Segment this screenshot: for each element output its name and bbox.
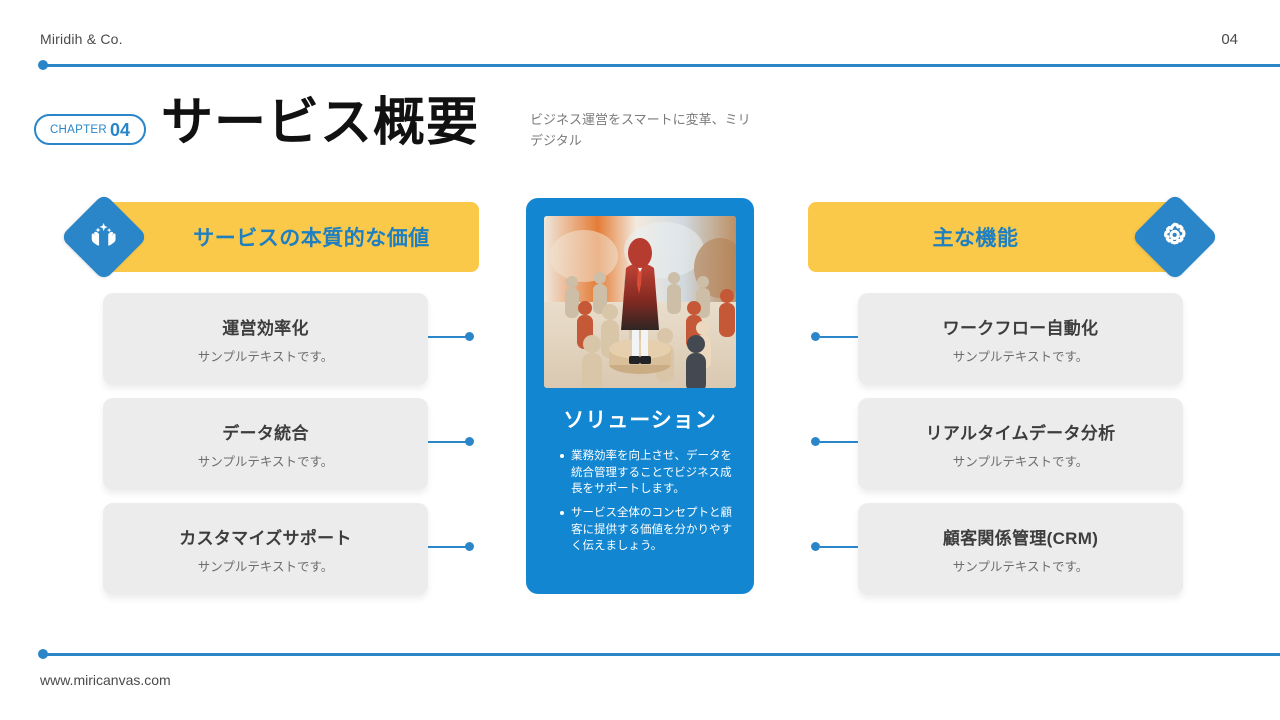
page-number: 04: [1221, 31, 1238, 48]
gear-glyph: [1158, 218, 1192, 257]
card-description: サンプルテキストです。: [952, 454, 1089, 469]
center-solution-panel: ソリューション 業務効率を向上させ、データを統合管理することでビジネス成長をサポ…: [526, 198, 754, 594]
center-panel-bullet-list: 業務効率を向上させ、データを統合管理することでビジネス成長をサポートします。 サ…: [544, 448, 736, 555]
list-item: 業務効率を向上させ、データを統合管理することでビジネス成長をサポートします。: [560, 448, 734, 498]
card-description: サンプルテキストです。: [197, 349, 334, 364]
chapter-badge-number: 04: [110, 119, 131, 140]
connector-dot: [465, 332, 474, 341]
connector-dot: [811, 437, 820, 446]
connector-dot: [465, 542, 474, 551]
connector-dot: [811, 542, 820, 551]
left-column-header: サービスの本質的な価値: [104, 202, 479, 272]
list-item[interactable]: 運営効率化 サンプルテキストです。: [103, 293, 428, 385]
connector-line: [428, 441, 466, 443]
list-item[interactable]: データ統合 サンプルテキストです。: [103, 398, 428, 490]
card-title: リアルタイムデータ分析: [925, 423, 1116, 443]
sparkle-hands-glyph: [87, 218, 121, 257]
card-title: データ統合: [222, 423, 309, 443]
connector-line: [428, 336, 466, 338]
list-item[interactable]: 顧客関係管理(CRM) サンプルテキストです。: [858, 503, 1183, 595]
footer-url: www.miricanvas.com: [40, 672, 171, 688]
right-column-header: 主な機能: [808, 202, 1183, 272]
card-title: 運営効率化: [222, 318, 309, 338]
brand-name: Miridih & Co.: [40, 31, 123, 47]
list-item[interactable]: ワークフロー自動化 サンプルテキストです。: [858, 293, 1183, 385]
card-description: サンプルテキストです。: [197, 559, 334, 574]
connector-line: [820, 546, 858, 548]
top-divider: [40, 64, 1280, 67]
connector-dot: [811, 332, 820, 341]
page-title: サービス概要: [161, 94, 480, 152]
list-item: サービス全体のコンセプトと顧客に提供する価値を分かりやすく伝えましょう。: [560, 505, 734, 555]
right-column-header-title: 主な機能: [932, 227, 1019, 250]
list-item[interactable]: カスタマイズサポート サンプルテキストです。: [103, 503, 428, 595]
card-description: サンプルテキストです。: [952, 559, 1089, 574]
card-title: 顧客関係管理(CRM): [942, 528, 1099, 548]
list-item[interactable]: リアルタイムデータ分析 サンプルテキストです。: [858, 398, 1183, 490]
gear-icon: [1131, 193, 1219, 281]
bottom-divider: [40, 653, 1280, 656]
left-column-header-title: サービスの本質的な価値: [193, 227, 430, 250]
card-title: ワークフロー自動化: [942, 318, 1099, 338]
card-title: カスタマイズサポート: [179, 528, 352, 548]
connector-line: [428, 546, 466, 548]
solution-photo: [544, 216, 736, 388]
center-panel-title: ソリューション: [563, 409, 717, 432]
connector-line: [820, 441, 858, 443]
top-divider-dot: [38, 60, 48, 70]
chapter-badge: CHAPTER 04: [34, 114, 146, 145]
connector-dot: [465, 437, 474, 446]
sparkle-hands-icon: [60, 193, 148, 281]
card-description: サンプルテキストです。: [197, 454, 334, 469]
card-description: サンプルテキストです。: [952, 349, 1089, 364]
connector-line: [820, 336, 858, 338]
page-subtitle: ビジネス運営をスマートに変革、ミリデジタル: [530, 112, 751, 148]
bottom-divider-dot: [38, 649, 48, 659]
chapter-badge-word: CHAPTER: [49, 123, 108, 136]
